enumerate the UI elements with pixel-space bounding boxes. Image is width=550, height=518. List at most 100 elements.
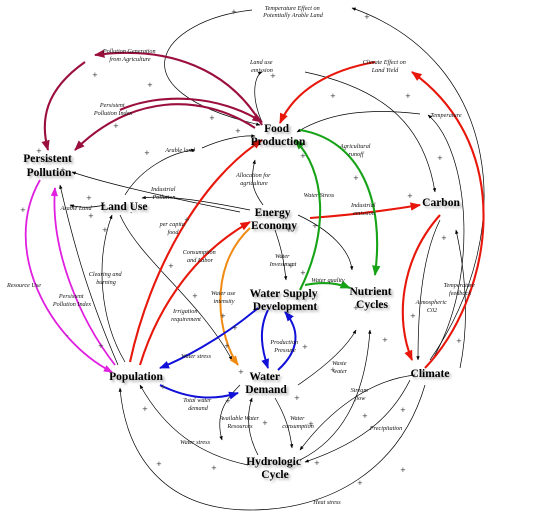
edge-label-consumption-labor: Consumption and Labor [183,249,218,264]
svg-text:+: + [308,420,314,428]
svg-text:+: + [300,269,306,277]
black-links [59,7,485,511]
svg-text:+: + [364,13,370,21]
svg-text:+: + [102,226,108,234]
node-persistent-pollution: Persistent Pollution [23,153,74,179]
svg-text:+: + [88,212,94,220]
link-land-use-arable [124,148,196,196]
edge-label-precipitation: Precipitation [369,425,402,432]
node-population: Population [109,371,163,383]
edge-label-clearing-burning: Clearing and burning [89,271,123,286]
link-energy-water-supply [297,214,354,271]
svg-text:+: + [209,114,215,122]
svg-text:+: + [231,8,237,16]
svg-text:+: + [302,343,308,351]
link-land-use-irrigation [119,214,233,361]
svg-text:+: + [160,383,166,391]
link-population-energy [138,221,251,366]
edge-label-land-use-emission: Land use emission [249,59,274,74]
edge-label-agricultural-runoff: Agricultural runoff [339,143,372,158]
svg-text:+: + [238,368,244,376]
edge-label-atmospheric-co2: Atmospheric C02 [415,299,449,314]
edge-label-irrigation-requirement: Irrigation requirement [171,308,201,323]
magenta-links [24,179,116,373]
edge-label-persistent-pollution-index-top: Persistent Pollution Index [93,102,133,117]
svg-text:+: + [113,122,119,130]
green-links [294,128,381,291]
svg-text:+: + [410,312,416,320]
link-energy-allocation [252,159,264,206]
edge-label-per-capita-food: per capita food [159,221,187,236]
link-water-supply-water-demand [261,309,269,369]
link-hydrologic-stream-flow [299,329,372,461]
svg-text:+: + [36,147,42,155]
link-climate-hydrologic [299,374,416,451]
link-food-pollution-generation [93,49,263,126]
link-hydrologic-water-demand [248,397,259,456]
blue-links [159,307,297,400]
link-pollution-food-top [119,97,263,123]
link-climate-climate-effect [411,71,485,369]
link-water-demand-consumption [274,397,294,449]
svg-text:+: + [357,479,363,487]
polarity-marks: + + + + + + + + + + + + + + + + + + + + … [20,8,462,487]
node-carbon: Carbon [422,197,460,209]
svg-text:+: + [211,464,217,472]
edge-label-heat-stress: Heat stress [312,499,341,506]
link-energy-water-investment [274,229,288,281]
svg-text:+: + [92,71,98,79]
link-climate-temperature [427,114,465,361]
edge-label-water-investment: Water Investment [269,253,297,268]
link-energy-persistent [71,171,241,213]
link-water-supply-population [159,307,259,369]
svg-text:+: + [192,292,198,300]
link-climate-effect-food [279,60,376,124]
edge-label-water-stress-top: Water Stress [304,192,335,199]
edge-label-water-stress-bottom: Water stress [180,439,211,446]
svg-text:+: + [86,194,92,202]
svg-text:+: + [400,466,406,474]
link-food-nutrient [299,128,381,277]
edge-label-water-use-intensity: Water use intensity [211,290,237,305]
svg-text:+: + [441,234,447,242]
edge-label-industrial-emission: Industrial emission [350,202,377,217]
link-land-use-arable-left [69,204,106,208]
edge-label-temp-effect: Temperature Effect on Potentially Arable… [262,5,324,19]
link-population-persistent [50,187,116,366]
svg-text:+: + [142,405,148,413]
edge-labels: Temperature Effect on Potentially Arable… [6,5,475,506]
node-water-supply: Water Supply Development [250,288,321,313]
edge-label-production-pressure: Production Pressure [269,339,299,354]
svg-text:+: + [353,174,359,182]
svg-text:+: + [300,152,306,160]
edge-label-climate-effect: Climate Effect on Land Yield [363,59,408,74]
link-energy-land-use [141,195,251,211]
link-energy-carbon [309,202,422,220]
svg-text:+: + [362,412,368,420]
edge-label-industrial-pollution: Industrial Pollution [150,186,177,201]
edge-label-available-water: Available Water Resources [218,415,260,430]
edge-label-pollution-generation: Pollution Generation from Agriculture [102,48,157,63]
svg-text:+: + [437,154,443,162]
link-arable-food [201,134,256,149]
link-carbon-climate [401,214,441,361]
link-energy-water-demand [219,227,251,366]
link-carbon-atmospheric [416,219,441,361]
svg-text:+: + [407,192,413,200]
link-water-demand-water-supply [277,311,297,371]
link-pollution-generation-persistent [41,61,86,152]
svg-text:+: + [330,366,336,374]
edge-label-waste-water: Waste water [332,360,348,375]
svg-text:+: + [400,406,406,414]
edge-label-temperature: Temperature [430,112,461,119]
link-population-pollution-bottom [59,184,119,366]
svg-text:+: + [456,337,462,345]
svg-text:+: + [98,342,104,350]
svg-text:+: + [184,216,190,224]
link-temperature-food [296,111,421,133]
link-population-water-demand [159,384,239,400]
link-land-use-emission-carbon [304,71,437,193]
svg-text:+: + [312,222,318,230]
link-climate-temperature-feedback [455,229,466,369]
